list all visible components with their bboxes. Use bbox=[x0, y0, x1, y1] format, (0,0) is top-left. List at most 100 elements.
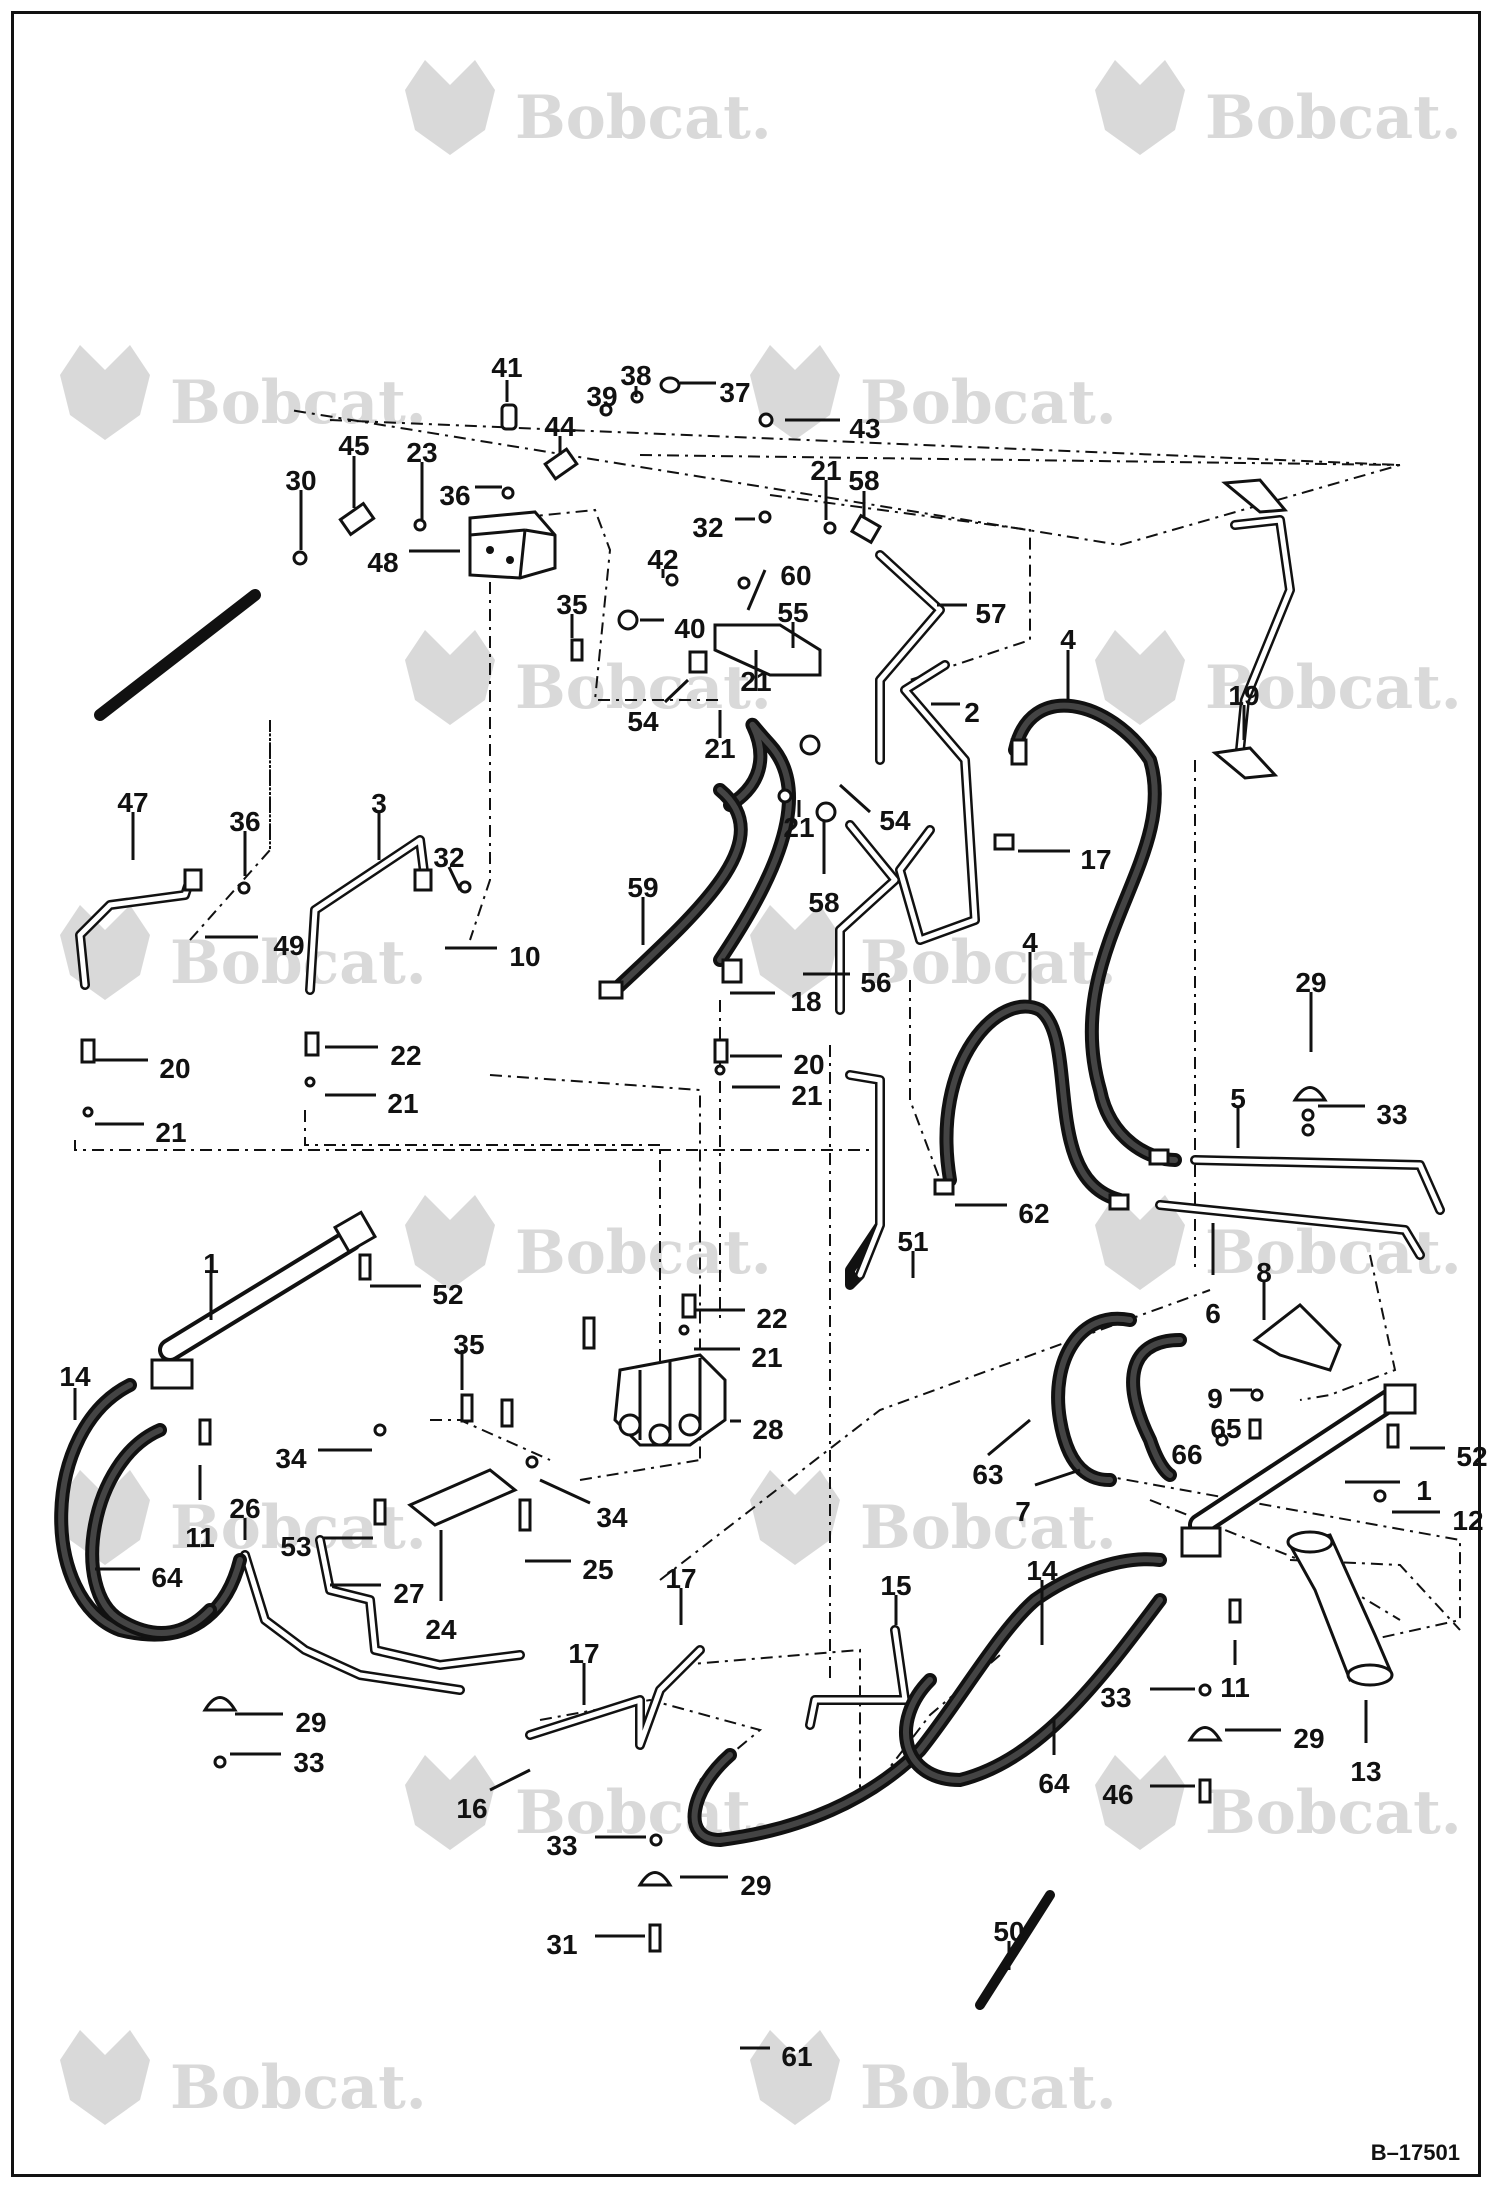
watermark-layer: Bobcat. Bobcat. Bobcat. Bobcat. Bobcat. … bbox=[60, 60, 1462, 2125]
clamp-29 bbox=[202, 1696, 238, 1712]
flange-19-bottom bbox=[1211, 746, 1279, 780]
part-callout-4: 4 bbox=[1022, 927, 1038, 958]
bobcat-logo-watermark: Bobcat. bbox=[405, 60, 772, 155]
part-callout-29: 29 bbox=[1293, 1723, 1324, 1754]
part-callout-6: 6 bbox=[1205, 1298, 1221, 1329]
part-callout-55: 55 bbox=[777, 597, 808, 628]
part-callout-15: 15 bbox=[880, 1570, 911, 1601]
part-callout-62: 62 bbox=[1018, 1198, 1049, 1229]
fittings bbox=[80, 376, 1400, 1953]
part-callout-36: 36 bbox=[439, 480, 470, 511]
part-callout-37: 37 bbox=[719, 377, 750, 408]
watermark-text: Bobcat. bbox=[860, 1493, 1117, 1563]
part-callout-53: 53 bbox=[280, 1531, 311, 1562]
part-callout-19: 19 bbox=[1228, 680, 1259, 711]
bobcat-logo-watermark: Bobcat. bbox=[1095, 630, 1462, 725]
part-callout-32: 32 bbox=[433, 842, 464, 873]
bobcat-logo-watermark: Bobcat. bbox=[60, 905, 427, 1000]
watermark-text: Bobcat. bbox=[170, 2053, 427, 2123]
part-callout-13: 13 bbox=[1350, 1756, 1381, 1787]
part-callout-50: 50 bbox=[993, 1916, 1024, 1947]
watermark-text: Bobcat. bbox=[860, 368, 1117, 438]
part-callout-11: 11 bbox=[185, 1522, 215, 1553]
part-callout-52: 52 bbox=[1456, 1441, 1487, 1472]
part-callout-42: 42 bbox=[647, 544, 678, 575]
flexible-hoses bbox=[54, 698, 1187, 1848]
part-callout-21: 21 bbox=[387, 1088, 418, 1119]
part-callout-17: 17 bbox=[568, 1638, 599, 1669]
part-callout-29: 29 bbox=[295, 1707, 326, 1738]
part-callout-5: 5 bbox=[1230, 1083, 1246, 1114]
bobcat-logo-watermark: Bobcat. bbox=[1095, 1195, 1462, 1290]
part-callout-1: 1 bbox=[203, 1248, 219, 1279]
part-callout-29: 29 bbox=[1295, 967, 1326, 998]
part-callout-49: 49 bbox=[273, 930, 304, 961]
bobcat-logo-watermark: Bobcat. bbox=[405, 1195, 772, 1290]
part-callout-60: 60 bbox=[780, 560, 811, 591]
bobcat-logo-watermark: Bobcat. bbox=[750, 1470, 1117, 1565]
part-callout-45: 45 bbox=[338, 430, 369, 461]
part-callout-33: 33 bbox=[293, 1747, 324, 1778]
part-callout-64: 64 bbox=[151, 1562, 183, 1593]
bobcat-logo-watermark: Bobcat. bbox=[1095, 60, 1462, 155]
part-callout-34: 34 bbox=[275, 1443, 307, 1474]
part-callout-16: 16 bbox=[456, 1793, 487, 1824]
part-callout-21: 21 bbox=[810, 455, 841, 486]
watermark-text: Bobcat. bbox=[170, 928, 427, 998]
part-callout-21: 21 bbox=[155, 1117, 186, 1148]
part-callout-54: 54 bbox=[627, 706, 659, 737]
part-callout-31: 31 bbox=[546, 1929, 577, 1960]
part-callout-20: 20 bbox=[793, 1049, 824, 1080]
watermark-text: Bobcat. bbox=[1205, 83, 1462, 153]
callout-leaders bbox=[73, 380, 1445, 2050]
cylinder-right-1 bbox=[1180, 1383, 1417, 1558]
part-callout-22: 22 bbox=[756, 1303, 787, 1334]
part-callout-17: 17 bbox=[1080, 844, 1111, 875]
part-callout-39: 39 bbox=[586, 381, 617, 412]
part-callout-33: 33 bbox=[1100, 1682, 1131, 1713]
part-callout-35: 35 bbox=[556, 589, 587, 620]
bobcat-logo-watermark: Bobcat. bbox=[1095, 1755, 1462, 1850]
rigid-tubes bbox=[75, 515, 1445, 1750]
components bbox=[80, 376, 1417, 2010]
part-callout-3: 3 bbox=[371, 788, 387, 819]
part-callout-66: 66 bbox=[1171, 1439, 1202, 1470]
part-callout-34: 34 bbox=[596, 1502, 628, 1533]
watermark-text: Bobcat. bbox=[170, 368, 427, 438]
part-callout-61: 61 bbox=[781, 2041, 812, 2072]
part-callout-21: 21 bbox=[791, 1080, 822, 1111]
part-callout-9: 9 bbox=[1207, 1383, 1223, 1414]
part-callout-24: 24 bbox=[425, 1614, 457, 1645]
part-callout-58: 58 bbox=[808, 887, 839, 918]
part-callout-54: 54 bbox=[879, 805, 911, 836]
part-callout-47: 47 bbox=[117, 787, 148, 818]
part-callout-20: 20 bbox=[159, 1053, 190, 1084]
part-callout-52: 52 bbox=[432, 1279, 463, 1310]
part-callout-51: 51 bbox=[897, 1226, 928, 1257]
part-callout-14: 14 bbox=[1026, 1555, 1058, 1586]
bobcat-logo-watermark: Bobcat. bbox=[60, 2030, 427, 2125]
assembly-dashed-lines bbox=[74, 409, 1461, 1790]
watermark-text: Bobcat. bbox=[860, 2053, 1117, 2123]
watermark-text: Bobcat. bbox=[515, 653, 772, 723]
part-callout-46: 46 bbox=[1102, 1779, 1133, 1810]
rod-61 bbox=[94, 589, 261, 721]
part-callout-35: 35 bbox=[453, 1329, 484, 1360]
part-callout-21: 21 bbox=[740, 666, 771, 697]
plate-8 bbox=[1252, 1303, 1342, 1372]
part-callout-44: 44 bbox=[544, 411, 576, 442]
part-callout-25: 25 bbox=[582, 1554, 613, 1585]
part-callout-23: 23 bbox=[406, 437, 437, 468]
part-callout-4: 4 bbox=[1060, 624, 1076, 655]
part-callout-8: 8 bbox=[1256, 1257, 1272, 1288]
part-callout-21: 21 bbox=[751, 1342, 782, 1373]
part-callout-2: 2 bbox=[964, 697, 980, 728]
part-callout-63: 63 bbox=[972, 1459, 1003, 1490]
control-valve-28 bbox=[613, 1353, 727, 1447]
cylinder-left-1 bbox=[150, 1210, 378, 1390]
watermark-text: Bobcat. bbox=[860, 928, 1117, 998]
watermark-text: Bobcat. bbox=[1205, 1778, 1462, 1848]
part-callout-65: 65 bbox=[1210, 1413, 1241, 1444]
